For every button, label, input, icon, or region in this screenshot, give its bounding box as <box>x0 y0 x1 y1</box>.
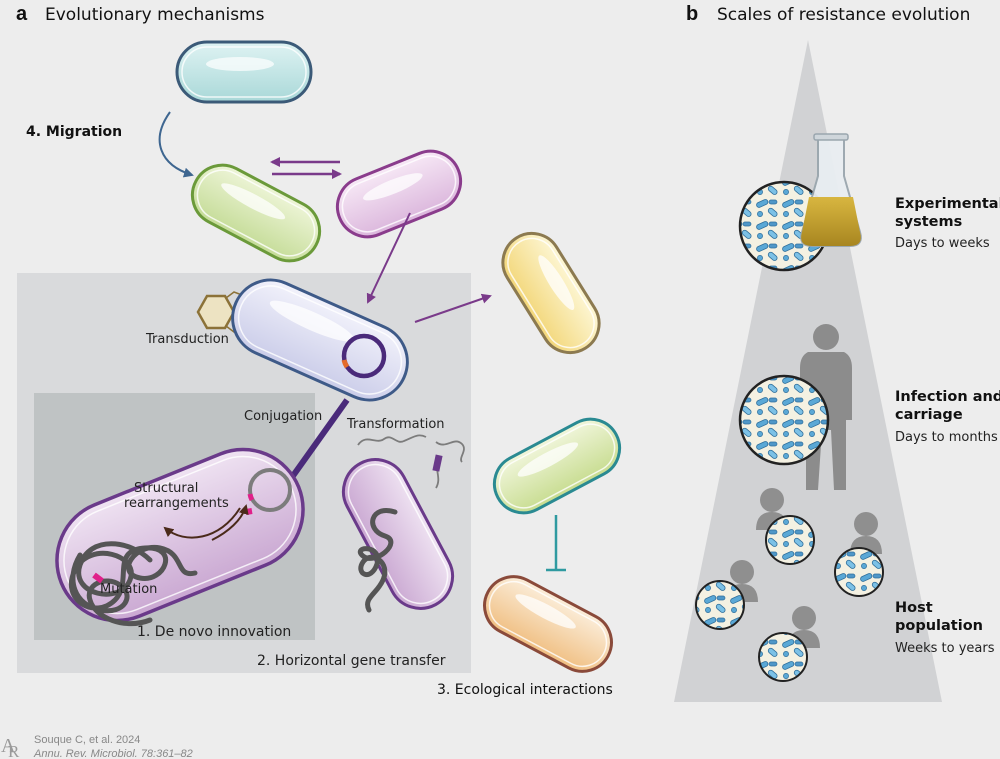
competence-pore <box>432 454 443 472</box>
scale-1-title-1: Experimental <box>895 196 1000 212</box>
scale-1-title-2: systems <box>895 214 962 230</box>
label-mutation: Mutation <box>100 582 157 597</box>
bacterium-lime <box>492 417 622 515</box>
label-structural-2: rearrangements <box>124 496 229 511</box>
scale-1-sub: Days to weeks <box>895 236 990 251</box>
rearrangement-arrow-right <box>211 504 249 541</box>
svg-text:A: A <box>1 735 16 757</box>
transfer-arrow <box>366 212 411 304</box>
panel-b-title: Scales of resistance evolution <box>717 5 970 25</box>
culture-circle-host-1 <box>765 515 815 565</box>
rearrangement-marker <box>245 508 253 515</box>
citation-line-1: Souque C, et al. 2024 <box>34 734 140 746</box>
bacterium-peach <box>483 575 613 673</box>
journal-logo: A R <box>1 735 20 759</box>
panel-a-title: Evolutionary mechanisms <box>45 5 265 25</box>
conjugation-pilus <box>287 398 350 482</box>
culture-circle-infection <box>738 374 830 466</box>
label-migration: 4. Migration <box>26 124 122 140</box>
culture-circle-host-2 <box>834 547 884 597</box>
label-transduction: Transduction <box>145 332 229 347</box>
plasmid-gray <box>248 468 292 512</box>
bacterium-green <box>190 163 322 263</box>
mutation-marker <box>92 572 104 584</box>
label-structural-1: Structural <box>134 481 198 496</box>
chromosome-large <box>68 541 198 627</box>
bacterium-large-purple <box>55 447 305 623</box>
citation-line-2: Annu. Rev. Microbiol. 78:361–82 <box>33 748 193 759</box>
free-dna-strand-2 <box>435 440 465 463</box>
plasmid-icon <box>341 333 387 379</box>
scale-3-title-2: population <box>895 618 983 634</box>
panel-a-letter: a <box>16 3 28 25</box>
label-ecological: 3. Ecological interactions <box>437 682 613 698</box>
bacterium-pink <box>335 149 463 239</box>
chromosome-small <box>358 508 398 613</box>
label-de-novo: 1. De novo innovation <box>137 624 291 640</box>
label-transformation: Transformation <box>346 417 445 432</box>
panel-b-letter: b <box>686 3 698 25</box>
scale-2-title-2: carriage <box>895 407 963 423</box>
label-hgt: 2. Horizontal gene transfer <box>257 653 446 669</box>
scale-3-sub: Weeks to years <box>895 641 995 656</box>
migration-arrow <box>158 111 194 178</box>
bacterium-blue-recipient <box>231 278 409 402</box>
culture-circle-host-4 <box>758 632 808 682</box>
scale-2-sub: Days to months <box>895 430 998 445</box>
bacterium-yellow <box>501 231 601 355</box>
label-conjugation: Conjugation <box>244 409 322 424</box>
flask-icon <box>800 133 862 247</box>
ecology-arrow <box>414 293 492 323</box>
scale-3-title-1: Host <box>895 600 933 616</box>
rearrangement-arrow-left <box>163 507 241 539</box>
svg-text:R: R <box>8 742 20 759</box>
plasmid-marker <box>247 493 255 502</box>
free-dna-strand <box>357 434 427 446</box>
resistance-gene-marker <box>341 359 350 369</box>
scale-2-title-1: Infection and <box>895 389 1000 405</box>
culture-circle-host-3 <box>695 580 745 630</box>
bacterium-teal <box>175 40 313 104</box>
